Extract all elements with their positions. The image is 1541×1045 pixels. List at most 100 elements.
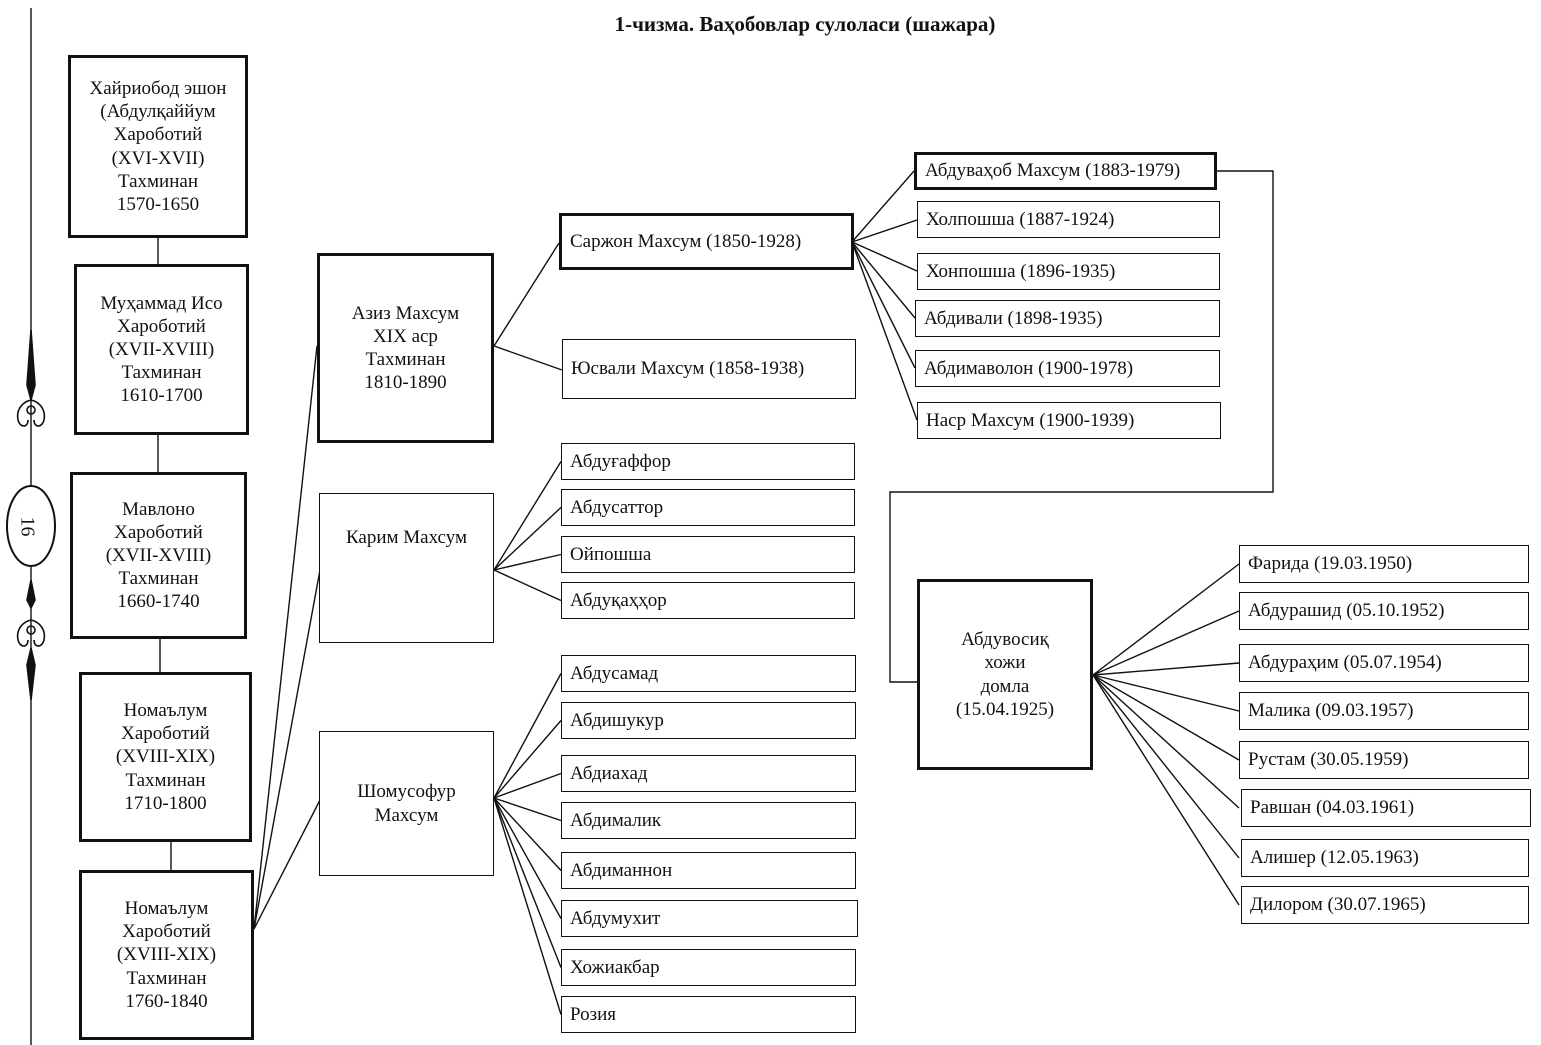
abduvosiq-child-1: Фарида (19.03.1950)	[1239, 545, 1529, 583]
branch-line	[493, 673, 562, 799]
abduvosiq-child-3-text: Абдураҳим (05.07.1954)	[1248, 652, 1442, 674]
sarjon-child-3: Хонпошша (1896-1935)	[917, 253, 1220, 290]
branch-line	[1092, 674, 1240, 906]
branch-line	[493, 797, 562, 1015]
page-number: 16	[9, 491, 45, 561]
abduvosiq-child-1-text: Фарида (19.03.1950)	[1248, 553, 1413, 575]
abduvosiq-text: Абдувосиқ хожи домла (15.04.1925)	[955, 629, 1055, 720]
son-karim-text: Карим Махсум	[345, 527, 468, 548]
branch-line	[493, 506, 562, 571]
branch-line	[493, 797, 562, 871]
branch-line	[851, 241, 918, 272]
sarjon-child-5: Абдимаволон (1900-1978)	[915, 350, 1220, 387]
abduvosiq-child-6-text: Равшан (04.03.1961)	[1250, 797, 1415, 819]
ancestor-2: Муҳаммад Исо Хароботий (XVII-XVIII) Тахм…	[74, 264, 249, 435]
ancestor-5-text: Номаълум Хароботий (XVIII-XIX) Тахминан …	[116, 898, 217, 1012]
ancestor-4: Номаълум Хароботий (XVIII-XIX) Тахминан …	[79, 672, 252, 842]
diagram-title: 1-чизма. Ваҳобовлар сулоласи (шажара)	[614, 12, 996, 36]
sarjon-child-6: Наср Махсум (1900-1939)	[917, 402, 1221, 439]
branch-line	[851, 170, 915, 243]
ancestor-5: Номаълум Хароботий (XVIII-XIX) Тахминан …	[79, 870, 254, 1040]
shomusofur-child-2-text: Абдишукур	[570, 709, 664, 731]
abduvosiq-child-4: Малика (09.03.1957)	[1239, 692, 1529, 730]
abduvosiq-child-4-text: Малика (09.03.1957)	[1248, 700, 1414, 722]
branch-line	[851, 241, 916, 369]
abduvosiq-child-8-text: Дилором (30.07.1965)	[1250, 894, 1426, 916]
branch-line	[493, 797, 562, 919]
shomusofur-child-8: Розия	[561, 996, 856, 1033]
branch-line	[493, 797, 562, 968]
son-aziz: Азиз Махсум XIX аср Тахминан 1810-1890	[317, 253, 494, 443]
branch-line	[851, 219, 918, 243]
shomusofur-child-4-text: Абдималик	[570, 809, 662, 831]
elbow-line	[889, 170, 1274, 683]
branch-line	[493, 720, 562, 799]
abduvosiq-child-5-text: Рустам (30.05.1959)	[1248, 749, 1409, 771]
branch-line	[1092, 674, 1240, 859]
branch-line	[253, 799, 321, 930]
sarjon-child-4: Абдивали (1898-1935)	[915, 300, 1220, 337]
karim-child-4: Абдуқаҳҳор	[561, 582, 855, 619]
branch-line	[493, 553, 562, 571]
grandchild-sarjon-text: Саржон Махсум (1850-1928)	[570, 230, 802, 252]
ancestor-3: Мавлоно Хароботий (XVII-XVIII) Тахминан …	[70, 472, 247, 639]
sarjon-child-6-text: Наср Махсум (1900-1939)	[926, 409, 1135, 431]
karim-branches	[493, 461, 562, 602]
shomusofur-child-7: Хожиакбар	[561, 949, 856, 986]
branch-line	[851, 241, 916, 319]
branch-line	[493, 569, 562, 602]
shomusofur-branches	[493, 673, 562, 1015]
shomusofur-child-3: Абдиахад	[561, 755, 856, 792]
son-karim: Карим Махсум	[319, 493, 494, 643]
branch-line	[851, 241, 918, 421]
branch-line	[493, 772, 562, 799]
shomusofur-child-5-text: Абдиманнон	[570, 859, 673, 881]
branch-line	[493, 345, 563, 371]
shomusofur-child-7-text: Хожиакбар	[570, 956, 660, 978]
sarjon-child-1-text: Абдуваҳоб Махсум (1883-1979)	[925, 160, 1181, 182]
shomusofur-child-2: Абдишукур	[561, 702, 856, 739]
branch-line	[493, 242, 560, 347]
sarjon-child-4-text: Абдивали (1898-1935)	[924, 307, 1103, 329]
branch-line	[253, 569, 321, 930]
branch-line	[1092, 674, 1240, 712]
sarjon-child-5-text: Абдимаволон (1900-1978)	[924, 357, 1134, 379]
branch-line	[493, 461, 562, 571]
karim-child-2: Абдусаттор	[561, 489, 855, 526]
abduvosiq-child-6: Равшан (04.03.1961)	[1241, 789, 1531, 827]
shomusofur-child-5: Абдиманнон	[561, 852, 856, 889]
abduvosiq-child-3: Абдураҳим (05.07.1954)	[1239, 644, 1529, 682]
abduvosiq-box: Абдувосиқ хожи домла (15.04.1925)	[917, 579, 1093, 770]
sarjon-child-2: Холпошша (1887-1924)	[917, 201, 1220, 238]
abduvosiq-child-7: Алишер (12.05.1963)	[1241, 839, 1529, 877]
shomusofur-child-6: Абдумухит	[561, 900, 858, 937]
abduvosiq-child-5: Рустам (30.05.1959)	[1239, 741, 1529, 779]
karim-child-4-text: Абдуқаҳҳор	[570, 589, 667, 611]
shomusofur-child-4: Абдималик	[561, 802, 856, 839]
branch-line	[1092, 674, 1240, 809]
ancestor-3-text: Мавлоно Хароботий (XVII-XVIII) Тахминан …	[105, 498, 212, 613]
shomusofur-child-8-text: Розия	[570, 1003, 617, 1025]
abduvosiq-child-8: Дилором (30.07.1965)	[1241, 886, 1529, 924]
margin-ornament	[6, 329, 56, 701]
abduvosiq-child-2-text: Абдурашид (05.10.1952)	[1248, 600, 1445, 622]
page-number-text: 16	[16, 516, 39, 536]
branch-line	[1092, 610, 1240, 676]
karim-child-2-text: Абдусаттор	[570, 496, 664, 518]
ancestor-1-text: Хайриобод эшон (Абдулқаййум Хароботий (X…	[89, 77, 227, 215]
shomusofur-child-1: Абдусамад	[561, 655, 856, 692]
son-shomusofur: Шомусофур Махсум	[319, 731, 494, 876]
karim-child-1-text: Абдуғаффор	[570, 450, 671, 472]
grandchild-sarjon: Саржон Махсум (1850-1928)	[559, 213, 854, 270]
abduvosiq-child-2: Абдурашид (05.10.1952)	[1239, 592, 1529, 630]
abduvosiq-child-7-text: Алишер (12.05.1963)	[1250, 847, 1419, 869]
karim-child-1: Абдуғаффор	[561, 443, 855, 480]
sarjon-child-2-text: Холпошша (1887-1924)	[926, 208, 1115, 230]
sarjon-child-3-text: Хонпошша (1896-1935)	[926, 260, 1116, 282]
son-shomusofur-text: Шомусофур Махсум	[357, 781, 456, 826]
ancestor-4-text: Номаълум Хароботий (XVIII-XIX) Тахминан …	[115, 700, 216, 814]
grandchild-yusvali-text: Юсвали Махсум (1858-1938)	[571, 358, 805, 380]
karim-child-3: Ойпошша	[561, 536, 855, 573]
